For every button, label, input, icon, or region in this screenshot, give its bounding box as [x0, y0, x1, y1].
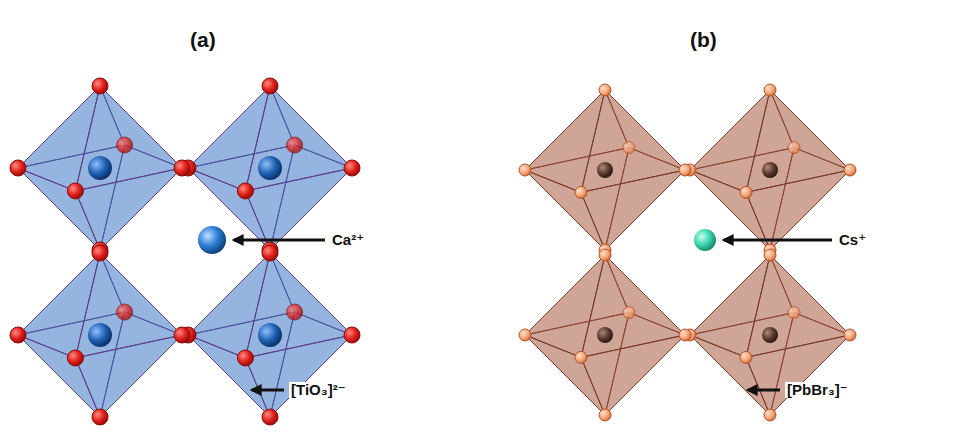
panel-label: (b): [690, 28, 717, 51]
octahedron: [684, 249, 856, 421]
octahedron-face: [746, 335, 850, 415]
anion-atom: [344, 327, 360, 343]
metal-atom: [88, 156, 112, 180]
anion-atom: [287, 137, 303, 153]
anion-atom: [10, 160, 26, 176]
anion-atom: [92, 409, 108, 425]
octahedron: [519, 84, 691, 256]
anion-atom: [575, 186, 587, 198]
anion-atom: [575, 351, 587, 363]
anion-atom: [599, 249, 611, 261]
anion-atom: [262, 78, 278, 94]
anion-atom: [117, 137, 133, 153]
anion-atom: [679, 329, 691, 341]
metal-atom: [88, 323, 112, 347]
metal-atom: [762, 327, 778, 343]
ion-label: [PbBr₃]⁻: [785, 382, 850, 399]
ion-label: Ca²⁺: [330, 232, 366, 249]
octahedron: [180, 245, 360, 425]
anion-atom: [67, 350, 83, 366]
anion-atom: [788, 142, 800, 154]
octahedron: [10, 78, 190, 258]
anion-atom: [237, 350, 253, 366]
octahedron-face: [581, 170, 685, 250]
anion-atom: [117, 304, 133, 320]
octahedron-face: [581, 335, 685, 415]
octahedron-face: [746, 170, 850, 250]
anion-atom: [287, 304, 303, 320]
leader-arrow: [234, 239, 325, 242]
ion-label: Cs⁺: [837, 232, 868, 249]
leader-arrow: [252, 389, 284, 392]
anion-atom: [174, 160, 190, 176]
octahedron: [519, 249, 691, 421]
anion-atom: [740, 186, 752, 198]
anion-atom: [519, 164, 531, 176]
metal-atom: [258, 323, 282, 347]
anion-atom: [844, 164, 856, 176]
anion-atom: [740, 351, 752, 363]
octahedron: [684, 84, 856, 256]
anion-atom: [599, 409, 611, 421]
metal-atom: [597, 327, 613, 343]
octahedron-face: [75, 168, 182, 250]
a-site-cation: [694, 229, 716, 251]
anion-atom: [764, 84, 776, 96]
anion-atom: [519, 329, 531, 341]
leader-arrow: [748, 389, 780, 392]
anion-atom: [844, 329, 856, 341]
anion-atom: [10, 327, 26, 343]
octahedron: [10, 245, 190, 425]
octahedron-face: [245, 335, 352, 417]
anion-atom: [67, 183, 83, 199]
anion-atom: [92, 78, 108, 94]
anion-atom: [237, 183, 253, 199]
metal-atom: [258, 156, 282, 180]
anion-atom: [788, 307, 800, 319]
anion-atom: [764, 249, 776, 261]
anion-atom: [174, 327, 190, 343]
anion-atom: [262, 409, 278, 425]
a-site-cation: [198, 226, 226, 254]
leader-arrow: [724, 239, 832, 242]
anion-atom: [623, 142, 635, 154]
ion-label: [TiO₃]²⁻: [289, 382, 348, 399]
metal-atom: [762, 162, 778, 178]
anion-atom: [92, 245, 108, 261]
anion-atom: [262, 245, 278, 261]
metal-atom: [597, 162, 613, 178]
anion-atom: [764, 409, 776, 421]
anion-atom: [623, 307, 635, 319]
anion-atom: [344, 160, 360, 176]
anion-atom: [679, 164, 691, 176]
anion-atom: [599, 84, 611, 96]
panel-label: (a): [190, 28, 216, 51]
octahedron-face: [75, 335, 182, 417]
